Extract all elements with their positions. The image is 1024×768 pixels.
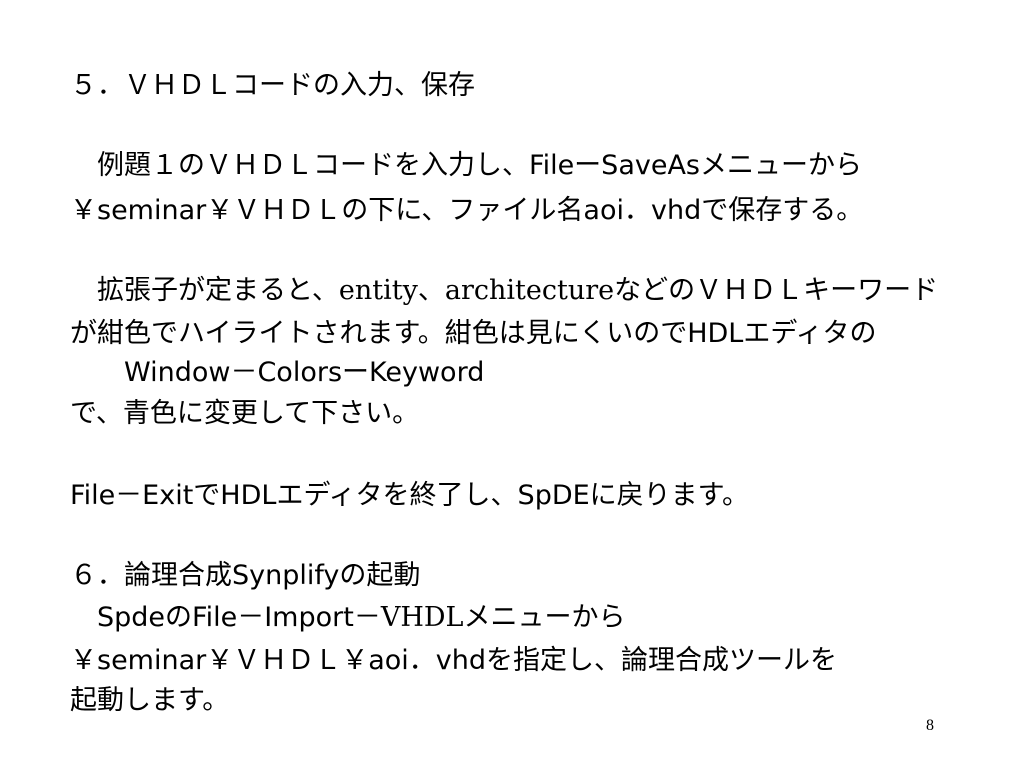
section6-line1-part-a: SpdeのFile－Import－ [70, 602, 381, 633]
para1-line1: 例題１のＶＨＤＬコードを入力し、FileーSaveAsメニューから [70, 150, 862, 181]
para3-line1: File－ExitでHDLエディタを終了し、SpDEに戻ります。 [70, 480, 749, 511]
section5-heading: ５．ＶＨＤＬコードの入力、保存 [70, 70, 475, 101]
para2-line1-part-c: 、 [417, 275, 445, 306]
para2-line1: 拡張子が定まると、entity、architectureなどのＶＨＤＬキーワード [70, 275, 938, 307]
para2-keyword-entity: entity [338, 275, 418, 306]
para2-line1-part-e: などのＶＨＤＬキーワード [614, 275, 939, 306]
page-number: 8 [926, 717, 934, 734]
para2-line4: で、青色に変更して下さい。 [70, 398, 420, 429]
section6-line1: SpdeのFile－Import－VHDLメニューから [70, 602, 625, 634]
para2-line2: が紺色でハイライトされます。紺色は見にくいのでHDLエディタの [70, 318, 877, 349]
para2-line1-part-a: 拡張子が定まると、 [70, 275, 339, 306]
para2-keyword-architecture: architecture [444, 275, 615, 306]
section6-heading: ６．論理合成Synplifyの起動 [70, 560, 421, 591]
section6-line3: 起動します。 [70, 685, 230, 716]
section6-keyword-vhdl: VHDL [380, 602, 464, 633]
section6-line2: ￥seminar￥ＶＨＤＬ￥aoi．vhdを指定し、論理合成ツールを [70, 645, 838, 676]
section6-line1-part-c: メニューから [463, 602, 626, 633]
para2-line3: Window－ColorsーKeyword [70, 357, 485, 388]
para1-line2: ￥seminar￥ＶＨＤＬの下に、ファイル名aoi．vhdで保存する。 [70, 195, 864, 226]
